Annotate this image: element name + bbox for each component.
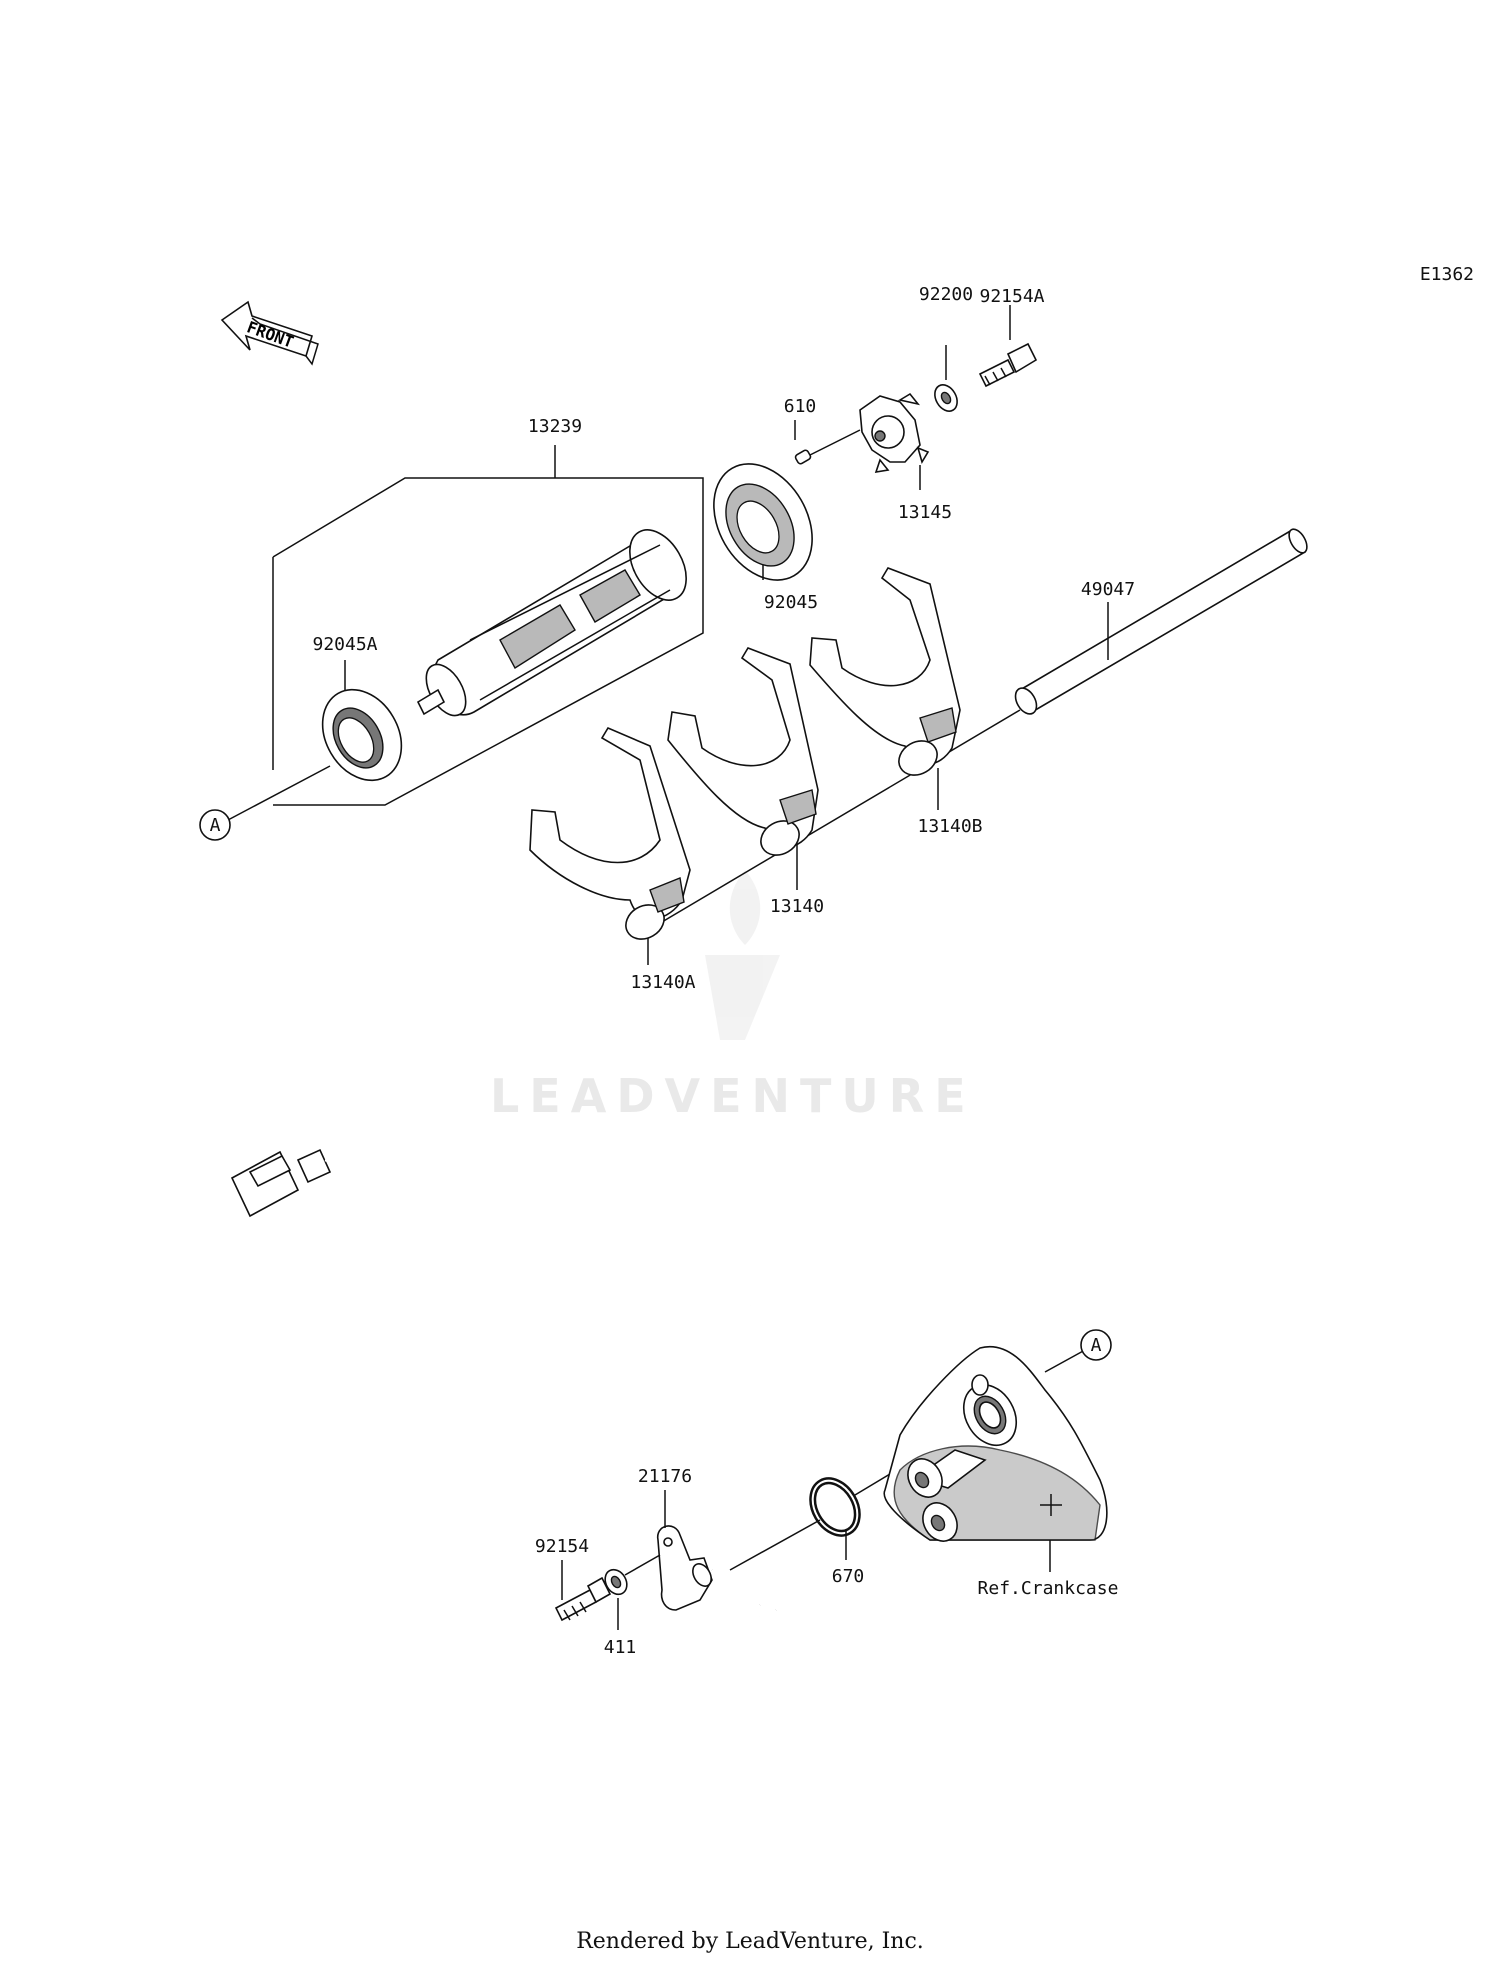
label-92045: 92045 — [764, 592, 818, 613]
label-610: 610 — [784, 396, 817, 417]
fork-13140B — [809, 567, 961, 776]
label-13145: 13145 — [898, 502, 952, 523]
washer-411 — [604, 1568, 628, 1596]
label-670: 670 — [832, 1566, 865, 1587]
shift-cam-13145 — [859, 392, 930, 474]
label-13239: 13239 — [528, 416, 582, 437]
label-21176: 21176 — [638, 1466, 692, 1487]
washer-92200 — [934, 384, 958, 412]
label-92154A: 92154A — [979, 286, 1044, 307]
fork-13140A — [529, 726, 691, 940]
fork-13140 — [667, 647, 819, 856]
watermark-text: LEADVENTURE — [490, 1069, 976, 1123]
label-ref-crankcase: Ref.Crankcase — [978, 1578, 1119, 1599]
shift-drum — [416, 529, 687, 717]
ref-marker-A-bottom — [1080, 1329, 1112, 1361]
label-92045A: 92045A — [312, 634, 377, 655]
leader-A-top — [227, 765, 331, 821]
diagram-id: E1362 — [1420, 264, 1474, 285]
footer-credit: Rendered by LeadVenture, Inc. — [576, 1929, 924, 1954]
sensor-connector — [230, 1148, 332, 1218]
bearing-92045 — [713, 463, 813, 581]
pin-610 — [794, 449, 812, 465]
sensor-21176 — [657, 1525, 713, 1611]
label-92154: 92154 — [535, 1536, 589, 1557]
label-92200: 92200 — [919, 284, 973, 305]
seal-92045A — [321, 688, 403, 782]
bolt-92154 — [554, 1576, 612, 1622]
bracket-13239 — [272, 477, 704, 806]
watermark-logo — [705, 870, 780, 1040]
oring-670 — [809, 1477, 861, 1537]
shaft-49047 — [1014, 528, 1308, 715]
label-49047: 49047 — [1081, 579, 1135, 600]
axis-line — [639, 709, 1021, 936]
ref-marker-A-top — [199, 809, 231, 841]
leader-A-bottom — [1044, 1349, 1086, 1373]
front-arrow-icon: FRONT — [220, 300, 319, 366]
crankcase-ref — [883, 1345, 1108, 1542]
label-13140: 13140 — [770, 896, 824, 917]
label-13140A: 13140A — [630, 972, 695, 993]
bolt-92154A — [978, 342, 1038, 388]
label-411: 411 — [604, 1637, 637, 1658]
ref-marker-A-bottom-label: A — [1091, 1335, 1102, 1356]
label-13140B: 13140B — [917, 816, 982, 837]
ref-marker-A-top-label: A — [210, 815, 221, 836]
